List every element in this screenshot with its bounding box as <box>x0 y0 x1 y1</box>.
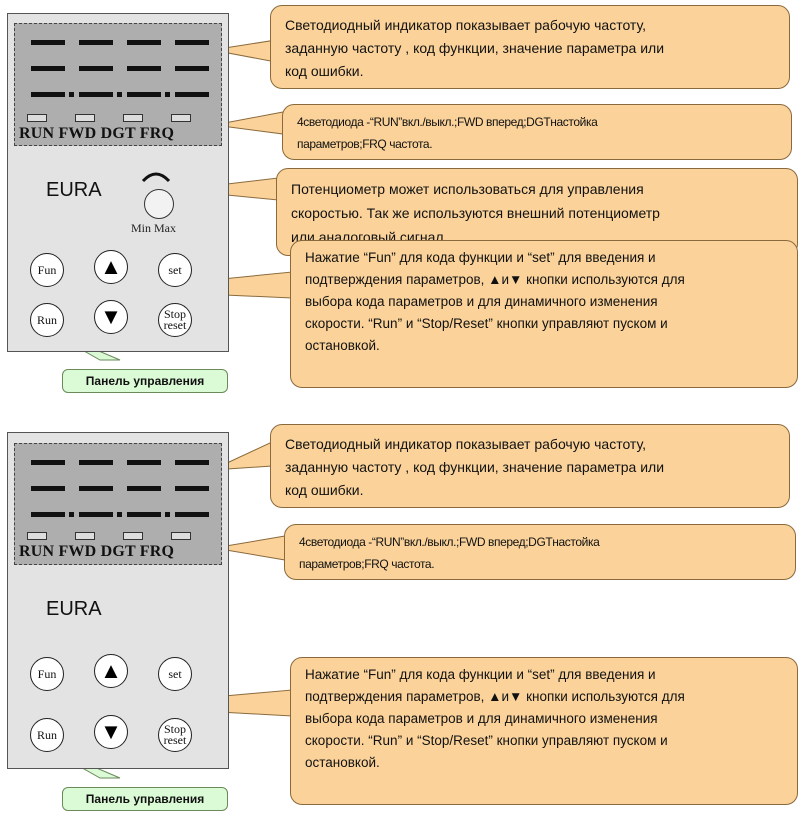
callout-display-2: Светодиодный индикатор показывает рабочу… <box>270 424 790 508</box>
callout-line: Светодиодный индикатор показывает рабочу… <box>285 17 646 33</box>
callout-line: выбора кода параметров и для динамичного… <box>305 711 658 726</box>
down-arrow-icon: ▼ <box>100 719 122 744</box>
up-arrow-icon: ▲ <box>100 254 122 279</box>
callout-buttons-1: Нажатие “Fun” для кода функции и “set” д… <box>290 240 798 388</box>
led-run-2 <box>27 532 47 540</box>
callout-line: подтверждения параметров, ▲и▼ кнопки исп… <box>305 272 685 287</box>
run-button-1[interactable]: Run <box>30 303 64 337</box>
reset-label: reset <box>163 733 187 747</box>
callout-leds-1: 4светодиода -“RUN”вкл./выкл.;FWD вперед;… <box>282 104 792 160</box>
control-panel-1: RUN FWD DGT FRQ EURA Min Max Fun ▲ set R… <box>7 13 229 352</box>
led-labels-1: RUN FWD DGT FRQ <box>19 125 175 142</box>
callout-line: подтверждения параметров, ▲и▼ кнопки исп… <box>305 689 685 704</box>
control-panel-2: RUN FWD DGT FRQ EURA Fun ▲ set Run ▼ Sto… <box>7 432 229 769</box>
seven-segment-digits-1 <box>31 40 209 97</box>
stop-reset-button-1[interactable]: Stop reset <box>158 303 192 337</box>
down-button-1[interactable]: ▼ <box>94 300 128 334</box>
callout-leds-2: 4светодиода -“RUN”вкл./выкл.;FWD вперед;… <box>284 524 796 580</box>
callout-display-1: Светодиодный индикатор показывает рабочу… <box>270 5 790 89</box>
callout-line: остановкой. <box>305 338 380 353</box>
callout-line: скоростью. Так же используются внешний п… <box>291 205 660 221</box>
callout-line: параметров;FRQ частота. <box>299 557 435 571</box>
run-button-2[interactable]: Run <box>30 718 64 752</box>
up-button-1[interactable]: ▲ <box>94 250 128 284</box>
up-button-2[interactable]: ▲ <box>94 654 128 688</box>
down-button-2[interactable]: ▼ <box>94 715 128 749</box>
callout-line: заданную частоту , код функции, значение… <box>285 40 665 56</box>
down-arrow-icon: ▼ <box>100 304 122 329</box>
callout-line: выбора кода параметров и для динамичного… <box>305 294 658 309</box>
speed-potentiometer-knob-1[interactable] <box>144 189 174 219</box>
led-dgt-1 <box>123 114 143 122</box>
led-fwd-1 <box>75 114 95 122</box>
brand-label-2: EURA <box>46 598 102 620</box>
set-button-1[interactable]: set <box>158 253 192 287</box>
stop-label: Stop <box>163 722 186 736</box>
control-panel-note-1: Панель управления <box>62 369 228 393</box>
callout-line: Нажатие “Fun” для кода функции и “set” д… <box>305 250 656 265</box>
seven-segment-digits-2 <box>31 460 209 517</box>
led-dgt-2 <box>123 532 143 540</box>
callout-buttons-2: Нажатие “Fun” для кода функции и “set” д… <box>290 657 798 805</box>
control-panel-note-2: Панель управления <box>62 787 228 811</box>
callout-line: 4светодиода -“RUN”вкл./выкл.;FWD вперед;… <box>299 535 600 549</box>
callout-line: скорости. “Run” и “Stop/Reset” кнопки уп… <box>305 733 668 748</box>
callout-line: код ошибки. <box>285 482 364 498</box>
callout-line: код ошибки. <box>285 63 364 79</box>
fun-button-2[interactable]: Fun <box>30 657 64 691</box>
brand-label-1: EURA <box>46 179 102 201</box>
led-run-1 <box>27 114 47 122</box>
callout-line: заданную частоту , код функции, значение… <box>285 459 665 475</box>
callout-line: Светодиодный индикатор показывает рабочу… <box>285 436 646 452</box>
callout-line: параметров;FRQ частота. <box>297 137 433 151</box>
callout-line: Нажатие “Fun” для кода функции и “set” д… <box>305 667 656 682</box>
led-fwd-2 <box>75 532 95 540</box>
knob-min-max-label: Min Max <box>131 221 176 235</box>
callout-line: Потенциометр может использоваться для уп… <box>291 181 644 197</box>
set-button-2[interactable]: set <box>158 657 192 691</box>
led-display-2: RUN FWD DGT FRQ <box>14 443 222 565</box>
stop-label: Stop <box>163 307 186 321</box>
led-labels-2: RUN FWD DGT FRQ <box>19 543 175 560</box>
reset-label: reset <box>163 318 187 332</box>
up-arrow-icon: ▲ <box>100 658 122 683</box>
stop-reset-button-2[interactable]: Stop reset <box>158 718 192 752</box>
callout-line: 4светодиода -“RUN”вкл./выкл.;FWD вперед;… <box>297 115 598 129</box>
fun-button-1[interactable]: Fun <box>30 253 64 287</box>
knob-arc-icon <box>141 172 171 183</box>
callout-line: скорости. “Run” и “Stop/Reset” кнопки уп… <box>305 316 668 331</box>
led-frq-1 <box>171 114 191 122</box>
led-frq-2 <box>171 532 191 540</box>
led-display-1: RUN FWD DGT FRQ <box>14 23 222 146</box>
callout-line: остановкой. <box>305 755 380 770</box>
